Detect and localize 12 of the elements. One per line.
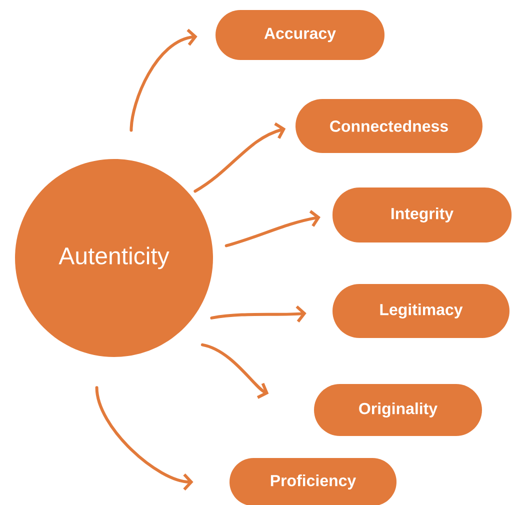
rounded-box: Accuracy bbox=[216, 10, 384, 60]
arrow bbox=[130, 28, 198, 132]
arrow bbox=[194, 122, 286, 193]
arrow bbox=[200, 343, 269, 399]
rounded-box: Integrity bbox=[332, 188, 512, 242]
arrow bbox=[95, 386, 194, 490]
arrow bbox=[224, 210, 320, 248]
rounded-box: Originality bbox=[314, 384, 482, 436]
arrow bbox=[210, 305, 306, 322]
rounded-box: Proficiency bbox=[230, 458, 396, 505]
rounded-box: Connectedness bbox=[296, 99, 482, 153]
rounded-box: Legitimacy bbox=[332, 284, 510, 338]
